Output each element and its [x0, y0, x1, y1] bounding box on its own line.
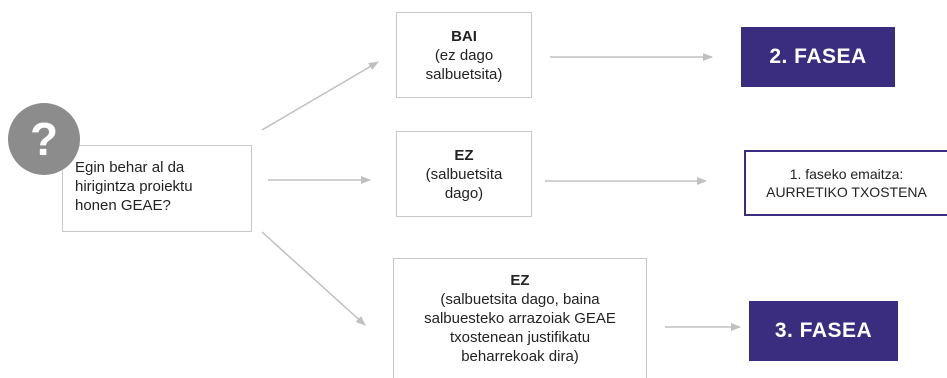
arrow-question-to-bai — [261, 61, 379, 131]
question-line-1: Egin behar al da — [75, 159, 185, 176]
option-ez-line-1: (salbuetsita — [425, 165, 503, 183]
option-ez-justify-head: EZ — [510, 272, 530, 289]
question-line-3: honen GEAE? — [75, 197, 171, 214]
arrow-question-to-ez-justify — [261, 231, 366, 326]
option-ez-justify-line-2: salbuesteko arrazoiak GEAE — [424, 310, 616, 327]
phase-3-box: 3. FASEA — [749, 301, 898, 361]
outcome-1-line-1: 1. faseko emaitza: — [789, 166, 904, 182]
option-ez-justify-line-4: beharrekoak dira) — [461, 348, 579, 365]
question-mark-icon: ? — [8, 103, 80, 175]
option-ez-head: EZ — [454, 146, 474, 164]
option-bai-head: BAI — [451, 27, 477, 45]
outcome-1-line-2: AURRETIKO TXOSTENA — [766, 184, 927, 200]
option-bai-line-2: salbuetsita) — [425, 65, 503, 83]
option-ez-justify-box: EZ (salbuetsita dago, baina salbuesteko … — [393, 258, 647, 378]
option-bai-box: BAI (ez dago salbuetsita) — [396, 12, 532, 98]
phase-2-box: 2. FASEA — [741, 27, 895, 87]
question-box: Egin behar al da hirigintza proiektu hon… — [62, 145, 252, 232]
option-ez-justify-line-1: (salbuetsita dago, baina — [440, 291, 600, 308]
outcome-1-box: 1. faseko emaitza: AURRETIKO TXOSTENA — [744, 150, 947, 216]
option-ez-box: EZ (salbuetsita dago) — [396, 131, 532, 217]
option-bai-line-1: (ez dago — [434, 46, 494, 64]
option-ez-line-2: dago) — [444, 184, 484, 202]
option-ez-justify-line-3: txostenean justifikatu — [449, 329, 591, 346]
question-line-2: hirigintza proiektu — [75, 178, 193, 195]
